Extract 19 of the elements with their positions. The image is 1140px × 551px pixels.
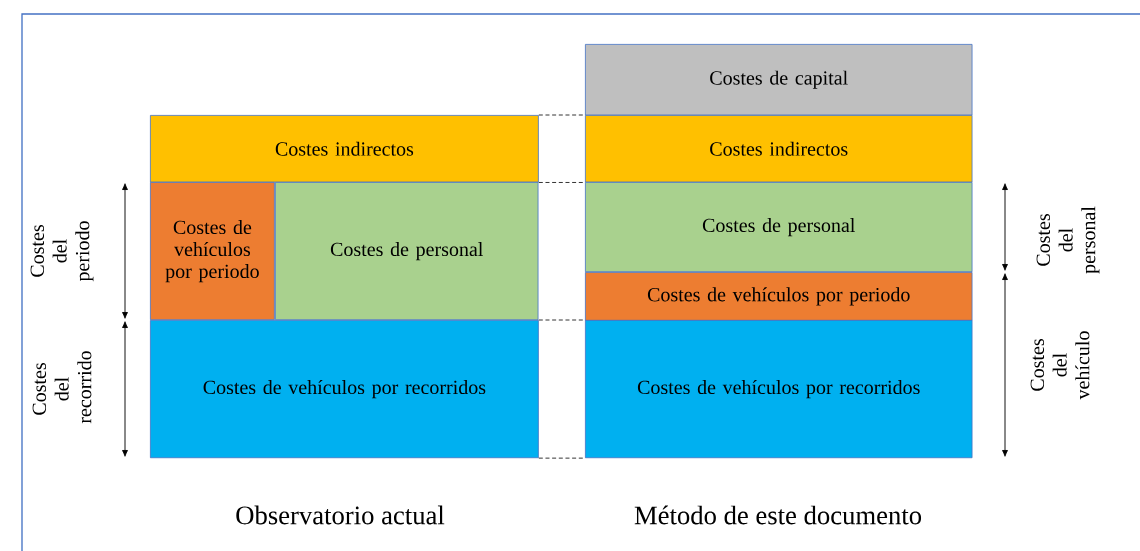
- side-label: Costes del recorrido: [32, 351, 92, 424]
- cost-block: Costes de personal: [275, 182, 539, 321]
- cost-block: Costes de vehículos por recorridos: [585, 320, 973, 459]
- cost-block: Costes de personal: [585, 182, 973, 273]
- side-label: Costes del vehículo: [1030, 331, 1090, 400]
- side-label: Costes del personal: [1036, 206, 1100, 274]
- cost-block: Costes de capital: [585, 44, 973, 116]
- dashed-connector: [538, 182, 586, 183]
- dashed-connector: [538, 319, 586, 321]
- side-label: Costes del periodo: [30, 221, 94, 282]
- cost-block: Costes indirectos: [150, 115, 539, 183]
- cost-block: Costes de vehículos por recorridos: [150, 320, 539, 459]
- cost-block: Costes de vehículos por periodo: [585, 272, 973, 321]
- cost-block: Costes de vehículos por periodo: [150, 182, 275, 321]
- dashed-connector: [538, 114, 586, 116]
- cost-block: Costes indirectos: [585, 115, 973, 183]
- dashed-connector: [538, 457, 586, 459]
- column-caption: Observatorio actual: [236, 505, 445, 525]
- column-caption: Método de este documento: [634, 505, 922, 525]
